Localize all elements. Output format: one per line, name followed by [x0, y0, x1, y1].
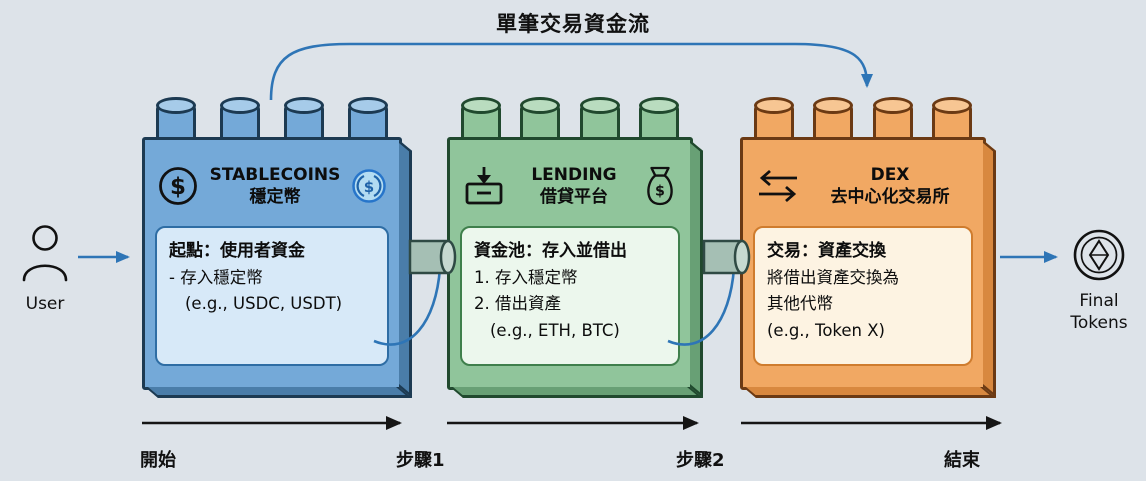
- dex-block: DEX 去中心化交易所 交易：資產交換 將借出資產交換為 其他代幣 (e.g.,…: [740, 97, 997, 398]
- stud: [813, 97, 854, 137]
- block-bottom-face: [743, 387, 997, 398]
- svg-text:$: $: [364, 178, 374, 196]
- stud: [220, 97, 260, 137]
- timeline-label-end: 結束: [944, 450, 980, 471]
- swap-arrows-icon: [759, 169, 797, 203]
- dex-content-box: 交易：資產交換 將借出資產交換為 其他代幣 (e.g., Token X): [753, 226, 973, 366]
- dex-line: 將借出資產交換為: [767, 268, 899, 287]
- diagram-title: 單筆交易資金流: [496, 12, 650, 36]
- stud: [754, 97, 794, 137]
- stablecoins-studs: [142, 97, 402, 137]
- stablecoins-line: - 存入穩定幣: [169, 268, 263, 287]
- dex-line: (e.g., Token X): [767, 320, 885, 340]
- timeline-label-start: 開始: [140, 450, 176, 471]
- stud: [284, 97, 324, 137]
- stablecoins-content-box: 起點：使用者資金 - 存入穩定幣 (e.g., USDC, USDT): [155, 226, 389, 366]
- stablecoins-line: (e.g., USDC, USDT): [185, 294, 343, 314]
- svg-text:$: $: [655, 183, 665, 199]
- stud: [579, 97, 620, 137]
- user-figure: User: [16, 224, 74, 314]
- lending-line: 2. 借出資產: [474, 294, 561, 314]
- stud: [461, 97, 501, 137]
- block-side-face: [983, 140, 996, 398]
- stud: [156, 97, 196, 137]
- eth-token-icon: [1073, 229, 1125, 281]
- block-side-face: [399, 140, 412, 398]
- stablecoins-block: $ STABLECOINS 穩定幣 $ 起點：使用者資金 - 存入穩定幣 (e.…: [142, 97, 413, 398]
- lending-box-title: 資金池：存入並借出: [474, 241, 627, 261]
- lending-block: LENDING 借貸平台 $ 資金池：存入並借出 1. 存入穩定幣 2. 借出資…: [447, 97, 704, 398]
- block-side-face: [690, 140, 703, 398]
- user-label: User: [25, 294, 65, 314]
- stud: [931, 97, 972, 137]
- dex-title: DEX 去中心化交易所: [830, 164, 950, 207]
- stud: [638, 97, 679, 137]
- fund-flow-top-arrow: [269, 42, 873, 101]
- deposit-box-icon: [465, 167, 503, 205]
- dollar-circle-icon: $: [159, 167, 197, 205]
- lending-line: 1. 存入穩定幣: [474, 268, 578, 287]
- final-tokens-figure: Final Tokens: [1066, 228, 1132, 334]
- lending-line: (e.g., ETH, BTC): [490, 320, 620, 340]
- dex-studs: [740, 97, 986, 137]
- svg-text:$: $: [170, 174, 186, 200]
- timeline-label-step1: 步驟1: [396, 450, 445, 471]
- lending-content-box: 資金池：存入並借出 1. 存入穩定幣 2. 借出資產 (e.g., ETH, B…: [460, 226, 680, 366]
- dex-box-title: 交易：資產交換: [767, 241, 886, 261]
- stud: [348, 97, 388, 137]
- user-icon: [22, 225, 68, 282]
- timeline-label-step2: 步驟2: [676, 450, 725, 471]
- money-bag-icon: $: [647, 166, 673, 206]
- lending-title: LENDING 借貸平台: [531, 164, 617, 207]
- dex-line: 其他代幣: [767, 294, 833, 314]
- stablecoins-title: STABLECOINS 穩定幣: [209, 164, 341, 207]
- usdc-coin-icon: $: [352, 169, 386, 203]
- final-tokens-label: Final Tokens: [1070, 291, 1128, 334]
- stablecoins-box-title: 起點：使用者資金: [169, 241, 305, 261]
- lending-studs: [447, 97, 693, 137]
- block-bottom-face: [145, 387, 413, 398]
- stud: [872, 97, 913, 137]
- block-bottom-face: [450, 387, 704, 398]
- stud: [520, 97, 561, 137]
